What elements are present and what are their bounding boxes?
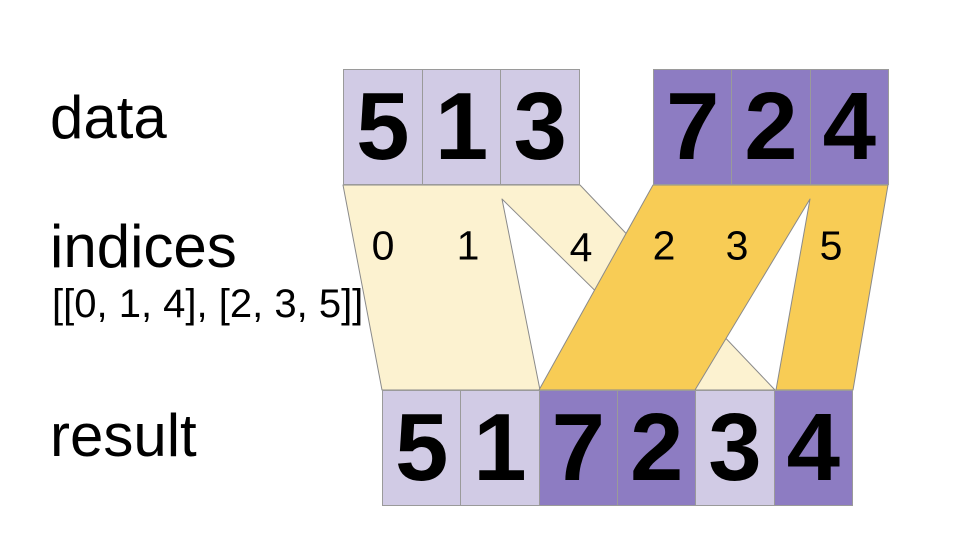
- index-digit: 2: [652, 222, 676, 269]
- data-cell: 7: [654, 70, 732, 184]
- data-cell: 4: [809, 70, 888, 184]
- result-label: result: [50, 402, 197, 469]
- index-digit: 1: [456, 222, 480, 269]
- index-digit: 4: [569, 224, 593, 271]
- data-label: data: [50, 84, 167, 151]
- data-cell: 1: [421, 70, 501, 184]
- result-cell: 1: [460, 391, 539, 505]
- data-group-2: 7 2 4: [653, 69, 889, 185]
- data-cell: 3: [500, 70, 580, 184]
- data-group-1: 5 1 3: [343, 69, 580, 185]
- result-row: 5 1 7 2 3 4: [382, 390, 853, 506]
- result-cell: 4: [773, 391, 852, 505]
- index-digit: 5: [819, 222, 843, 269]
- result-cell: 7: [538, 391, 617, 505]
- index-digit: 3: [725, 222, 749, 269]
- result-cell: 2: [616, 391, 696, 505]
- index-digit: 0: [371, 222, 395, 269]
- result-cell: 5: [383, 391, 461, 505]
- result-cell: 3: [695, 391, 774, 505]
- data-cell: 2: [731, 70, 810, 184]
- indices-array-text: [[0, 1, 4], [2, 3, 5]]: [52, 282, 364, 326]
- data-cell: 5: [344, 70, 422, 184]
- indices-label: indices: [50, 213, 237, 280]
